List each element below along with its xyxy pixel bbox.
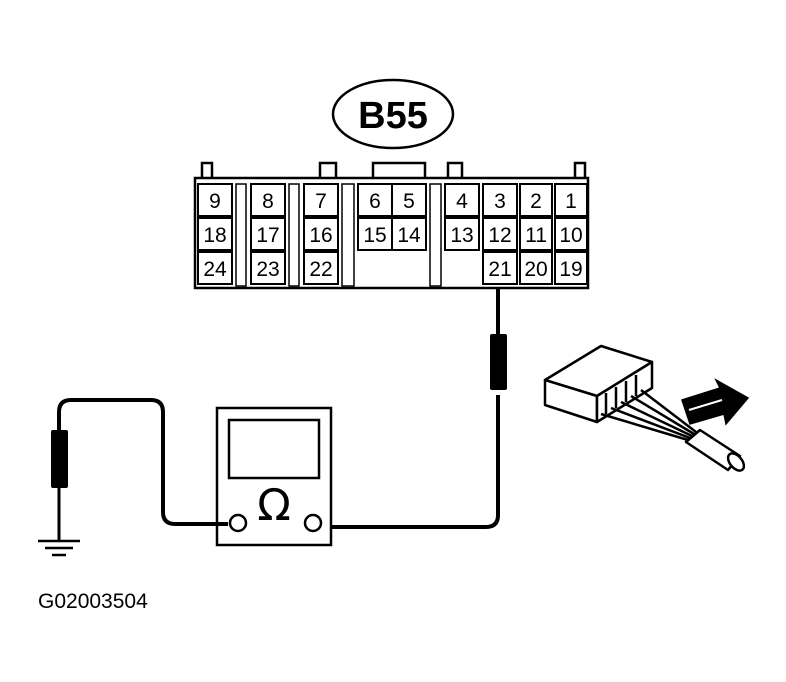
pin-label: 14	[397, 224, 421, 247]
pin-19: 19	[554, 251, 588, 285]
pin-cell	[303, 217, 339, 251]
pin-label: 13	[450, 224, 473, 247]
pin-label: 5	[403, 190, 415, 213]
latch-tab	[318, 161, 338, 178]
pin-cell	[197, 217, 233, 251]
pin-cell	[519, 251, 553, 285]
pin-cell	[519, 217, 553, 251]
probe-wire-ground	[57, 398, 228, 526]
pin-cell	[519, 183, 553, 217]
pin-2: 2	[519, 183, 553, 217]
pin-12: 12	[482, 217, 518, 251]
pin-cell	[444, 217, 480, 251]
pin-cell	[250, 217, 286, 251]
pin-label: 3	[494, 190, 506, 213]
pin-cell	[303, 251, 339, 285]
pin-label: 16	[309, 224, 332, 247]
pin-4: 4	[444, 183, 480, 217]
pin-23: 23	[250, 251, 286, 285]
pin-17: 17	[250, 217, 286, 251]
pin-22: 22	[303, 251, 339, 285]
pin-10: 10	[554, 217, 588, 251]
pin-6: 6	[357, 183, 393, 217]
pin-label: 10	[559, 224, 582, 247]
pin-cell	[391, 183, 427, 217]
pin-label: 22	[309, 258, 332, 281]
ohmmeter-icon	[215, 406, 333, 547]
pin-label: 21	[488, 258, 511, 281]
meter-terminal-right	[303, 513, 323, 533]
figure-id: G02003504	[38, 590, 148, 613]
latch-tab	[573, 161, 587, 178]
pin-cell	[444, 183, 480, 217]
pin-label: 17	[256, 224, 279, 247]
pin-label: 2	[530, 190, 542, 213]
pin-14: 14	[391, 217, 427, 251]
pin-label: 18	[203, 224, 226, 247]
pin-cell	[482, 251, 518, 285]
pin-label: 4	[456, 190, 468, 213]
pin-1: 1	[554, 183, 588, 217]
pin-13: 13	[444, 217, 480, 251]
pin-label: 8	[262, 190, 274, 213]
pin-label: 20	[524, 258, 547, 281]
pin-cell	[554, 251, 588, 285]
pin-label: 7	[315, 190, 327, 213]
pin-cell	[197, 251, 233, 285]
pin-cell	[391, 217, 427, 251]
pin-8: 8	[250, 183, 286, 217]
pin-cell	[482, 217, 518, 251]
pin-16: 16	[303, 217, 339, 251]
pin-label: 1	[565, 190, 577, 213]
pin-cell	[197, 183, 233, 217]
latch-tab	[371, 161, 427, 178]
connector-label: B55	[358, 95, 428, 137]
insert-arrow-icon	[681, 378, 750, 426]
pin-label: 15	[363, 224, 386, 247]
pin-24: 24	[197, 251, 233, 285]
pin-label: 12	[488, 224, 511, 247]
housing-wall	[288, 183, 300, 287]
pin-21: 21	[482, 251, 518, 285]
meter-terminal-left	[228, 513, 248, 533]
latch-tab	[446, 161, 464, 178]
meter-body	[215, 406, 333, 547]
housing-wall	[429, 183, 442, 287]
pin-cell	[554, 183, 588, 217]
pin-cell	[250, 183, 286, 217]
pin-cell	[250, 251, 286, 285]
housing-wall	[235, 183, 247, 287]
pin-label: 6	[369, 190, 381, 213]
probe-tip-signal	[490, 334, 507, 390]
pin-label: 24	[203, 258, 227, 281]
harness-connector-inset	[543, 344, 746, 472]
pin-label: 19	[559, 258, 582, 281]
housing-wall	[341, 183, 355, 287]
pin-7: 7	[303, 183, 339, 217]
pin-15: 15	[357, 217, 393, 251]
pin-11: 11	[519, 217, 553, 251]
pin-cell	[482, 183, 518, 217]
pin-20: 20	[519, 251, 553, 285]
pin-cell	[303, 183, 339, 217]
ground-icon	[38, 539, 80, 557]
pin-5: 5	[391, 183, 427, 217]
pin-label: 11	[525, 224, 547, 247]
connector-label-ellipse	[331, 78, 455, 150]
latch-tab	[200, 161, 214, 178]
ohm-symbol: Ω	[257, 480, 291, 531]
meter-display	[227, 418, 321, 480]
pin-9: 9	[197, 183, 233, 217]
pin-cell	[554, 217, 588, 251]
pin-cell	[357, 183, 393, 217]
probe-wire-signal	[330, 288, 500, 529]
probe-tip-ground	[51, 430, 68, 488]
pin-3: 3	[482, 183, 518, 217]
pin-18: 18	[197, 217, 233, 251]
pin-cell	[357, 217, 393, 251]
pin-label: 9	[209, 190, 221, 213]
pin-label: 23	[256, 258, 279, 281]
